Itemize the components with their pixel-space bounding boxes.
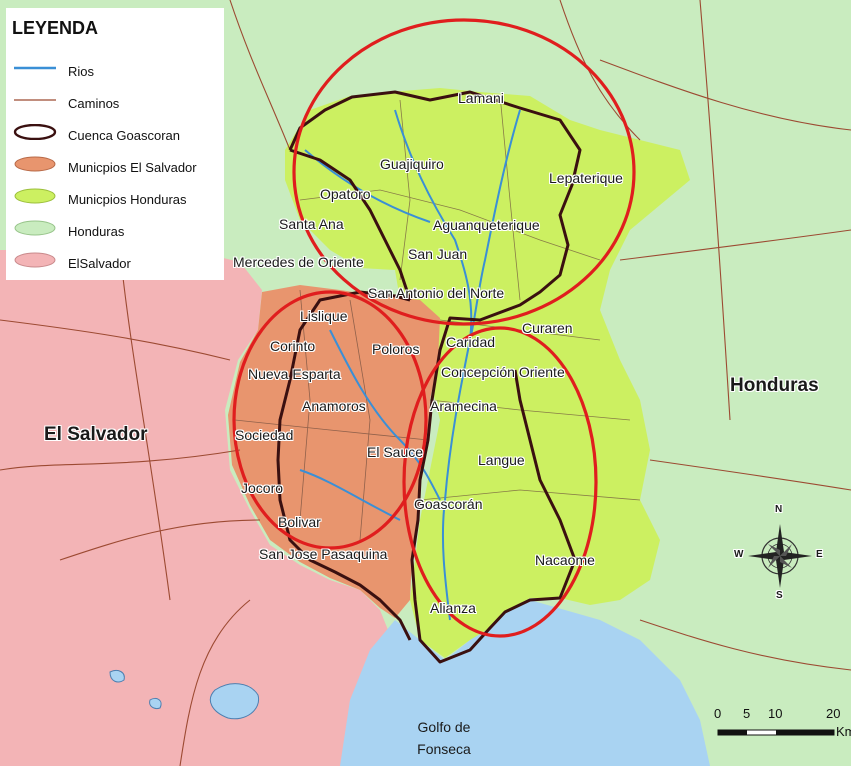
municipality-label: Bolivar bbox=[278, 514, 321, 530]
municipality-label: Nacaome bbox=[535, 552, 595, 568]
scale-tick: 5 bbox=[743, 706, 751, 721]
municipality-label: Goascorán bbox=[414, 496, 483, 512]
basin-outline bbox=[276, 90, 582, 664]
scale-bar: 0 5 10 20 Km bbox=[710, 702, 851, 748]
hn-municipality-swatch-icon bbox=[14, 188, 56, 204]
legend-item-el-salvador: ElSalvador bbox=[12, 252, 224, 276]
compass-n: N bbox=[775, 504, 783, 515]
municipality-label: San Juan bbox=[408, 246, 468, 262]
country-label-honduras: Honduras bbox=[730, 375, 819, 396]
road-line-icon bbox=[14, 99, 56, 101]
scale-unit: Km bbox=[836, 724, 851, 739]
municipality-label: Mercedes de Oriente bbox=[233, 254, 364, 270]
compass-e: E bbox=[816, 549, 823, 560]
municipality-label: Lamani bbox=[458, 90, 504, 106]
municipality-label: Poloros bbox=[372, 341, 420, 357]
legend-item-roads: Caminos bbox=[12, 92, 224, 116]
municipality-label: Sociedad bbox=[235, 427, 294, 443]
municipality-label: Lepaterique bbox=[549, 170, 623, 186]
legend-item-hn-municipalities: Municpios Honduras bbox=[12, 188, 224, 212]
legend-label: Cuenca Goascoran bbox=[68, 128, 181, 143]
country-label-el-salvador: El Salvador bbox=[44, 424, 148, 445]
legend-item-sv-municipalities: Municpios El Salvador bbox=[12, 156, 224, 180]
municipality-label: San Jose Pasaquina bbox=[259, 546, 388, 562]
basin-outline-icon bbox=[13, 124, 57, 140]
gulf-label: Golfo de Fonseca bbox=[417, 719, 471, 757]
gulf-water bbox=[340, 600, 710, 766]
compass-w: W bbox=[734, 549, 744, 560]
municipality-label: Curaren bbox=[522, 320, 573, 336]
legend-label: Municpios Honduras bbox=[68, 192, 187, 207]
highlight-ellipse-north bbox=[292, 18, 636, 326]
legend: LEYENDA Rios Caminos Cuenca Goascoran Mu… bbox=[6, 8, 224, 280]
compass-rose-icon: N S W E bbox=[734, 504, 823, 602]
municipality-label: Aguanqueterique bbox=[433, 217, 540, 233]
municipality-label: Aramecina bbox=[430, 398, 497, 414]
lake bbox=[210, 683, 260, 720]
highlight-ellipse-east bbox=[402, 326, 598, 638]
legend-title: LEYENDA bbox=[12, 18, 99, 38]
highlight-ellipse-west bbox=[232, 290, 428, 550]
legend-label: Honduras bbox=[68, 224, 125, 239]
sv-municipality-swatch-icon bbox=[14, 156, 56, 172]
legend-item-basin: Cuenca Goascoran bbox=[12, 124, 224, 148]
municipality-label: Opatoro bbox=[320, 186, 371, 202]
lake-small bbox=[109, 669, 125, 683]
municipality-label: Guajiquiro bbox=[380, 156, 444, 172]
legend-label: ElSalvador bbox=[68, 256, 131, 271]
legend-label: Rios bbox=[68, 64, 95, 79]
scale-tick: 20 bbox=[826, 706, 841, 721]
municipality-label: Lislique bbox=[300, 308, 348, 324]
el-salvador-swatch-icon bbox=[14, 252, 56, 268]
municipality-label: Santa Ana bbox=[279, 216, 344, 232]
legend-item-honduras: Honduras bbox=[12, 220, 224, 244]
municipality-label: Langue bbox=[478, 452, 525, 468]
municipality-label: Caridad bbox=[446, 334, 496, 350]
honduras-swatch-icon bbox=[14, 220, 56, 236]
municipality-label: El Sauce bbox=[367, 444, 424, 460]
rivers bbox=[299, 109, 521, 621]
municipality-label: Jocoro bbox=[241, 480, 284, 496]
legend-label: Municpios El Salvador bbox=[68, 160, 197, 175]
el-salvador-region bbox=[0, 250, 395, 766]
el-salvador-municipalities bbox=[228, 285, 440, 618]
municipality-label: Anamoros bbox=[302, 398, 366, 414]
municipality-label: San Antonio del Norte bbox=[368, 285, 505, 301]
municipality-label: Nueva Esparta bbox=[248, 366, 341, 382]
scale-tick: 10 bbox=[768, 706, 783, 721]
scale-tick: 0 bbox=[714, 706, 722, 721]
municipality-label: Concepción Oriente bbox=[441, 364, 565, 380]
honduras-municipalities bbox=[285, 88, 690, 658]
legend-item-rivers: Rios bbox=[12, 60, 224, 84]
municipality-label: Alianza bbox=[430, 600, 476, 616]
river-line-icon bbox=[14, 66, 56, 70]
legend-label: Caminos bbox=[68, 96, 120, 111]
lake-small-2 bbox=[149, 697, 162, 709]
highlight-ellipses bbox=[232, 18, 636, 638]
compass-s: S bbox=[776, 590, 783, 601]
municipality-label: Corinto bbox=[270, 338, 316, 354]
